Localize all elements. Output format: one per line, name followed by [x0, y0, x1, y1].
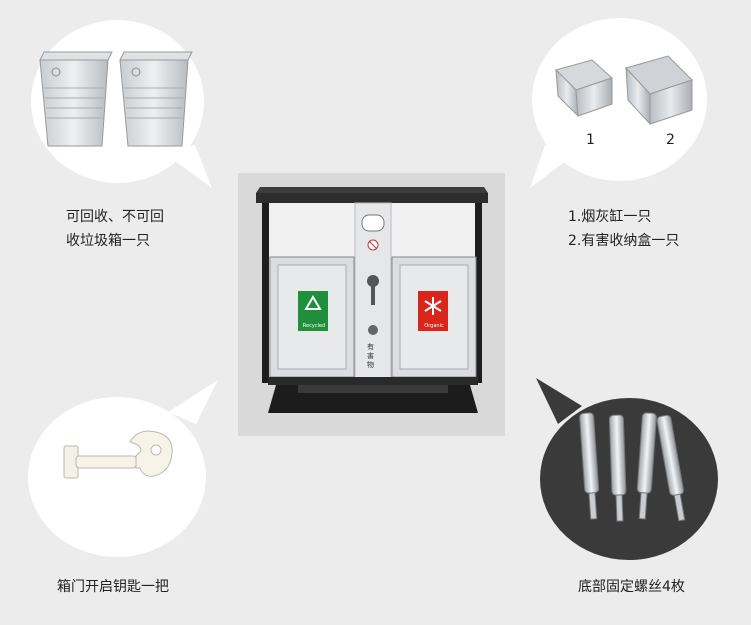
bolts-bubble	[540, 398, 718, 560]
trays-image	[555, 55, 693, 126]
key-caption: 箱门开启钥匙一把	[57, 579, 169, 595]
middle-label: 有害物	[367, 343, 374, 369]
bins-bubble-tail	[160, 145, 212, 188]
trays-bubble-tail	[530, 145, 580, 188]
tray-number-2: 2	[666, 132, 675, 148]
right-panel-label: Organic	[424, 323, 444, 329]
metal-bins-image	[39, 51, 193, 147]
key-bubble-tail	[168, 380, 218, 424]
bolts-image	[579, 412, 686, 522]
key-image	[63, 430, 173, 479]
trays-caption-line2: 2.有害收纳盒一只	[568, 233, 680, 249]
bolts-bubble-tail	[536, 378, 582, 424]
key-bubble	[28, 397, 206, 557]
left-panel-label: Recycled	[302, 323, 326, 329]
bolts-caption: 底部固定螺丝4枚	[578, 579, 685, 595]
trash-bin-product-image	[256, 187, 488, 413]
bins-caption-line1: 可回收、不可回	[66, 209, 164, 225]
trays-caption-line1: 1.烟灰缸一只	[568, 209, 652, 225]
trays-caption: 1.烟灰缸一只 2.有害收纳盒一只	[568, 205, 679, 253]
tray-number-1: 1	[586, 132, 595, 148]
bins-caption-line2: 收垃圾箱一只	[66, 233, 150, 249]
bins-caption: 可回收、不可回 收垃圾箱一只	[66, 205, 164, 253]
